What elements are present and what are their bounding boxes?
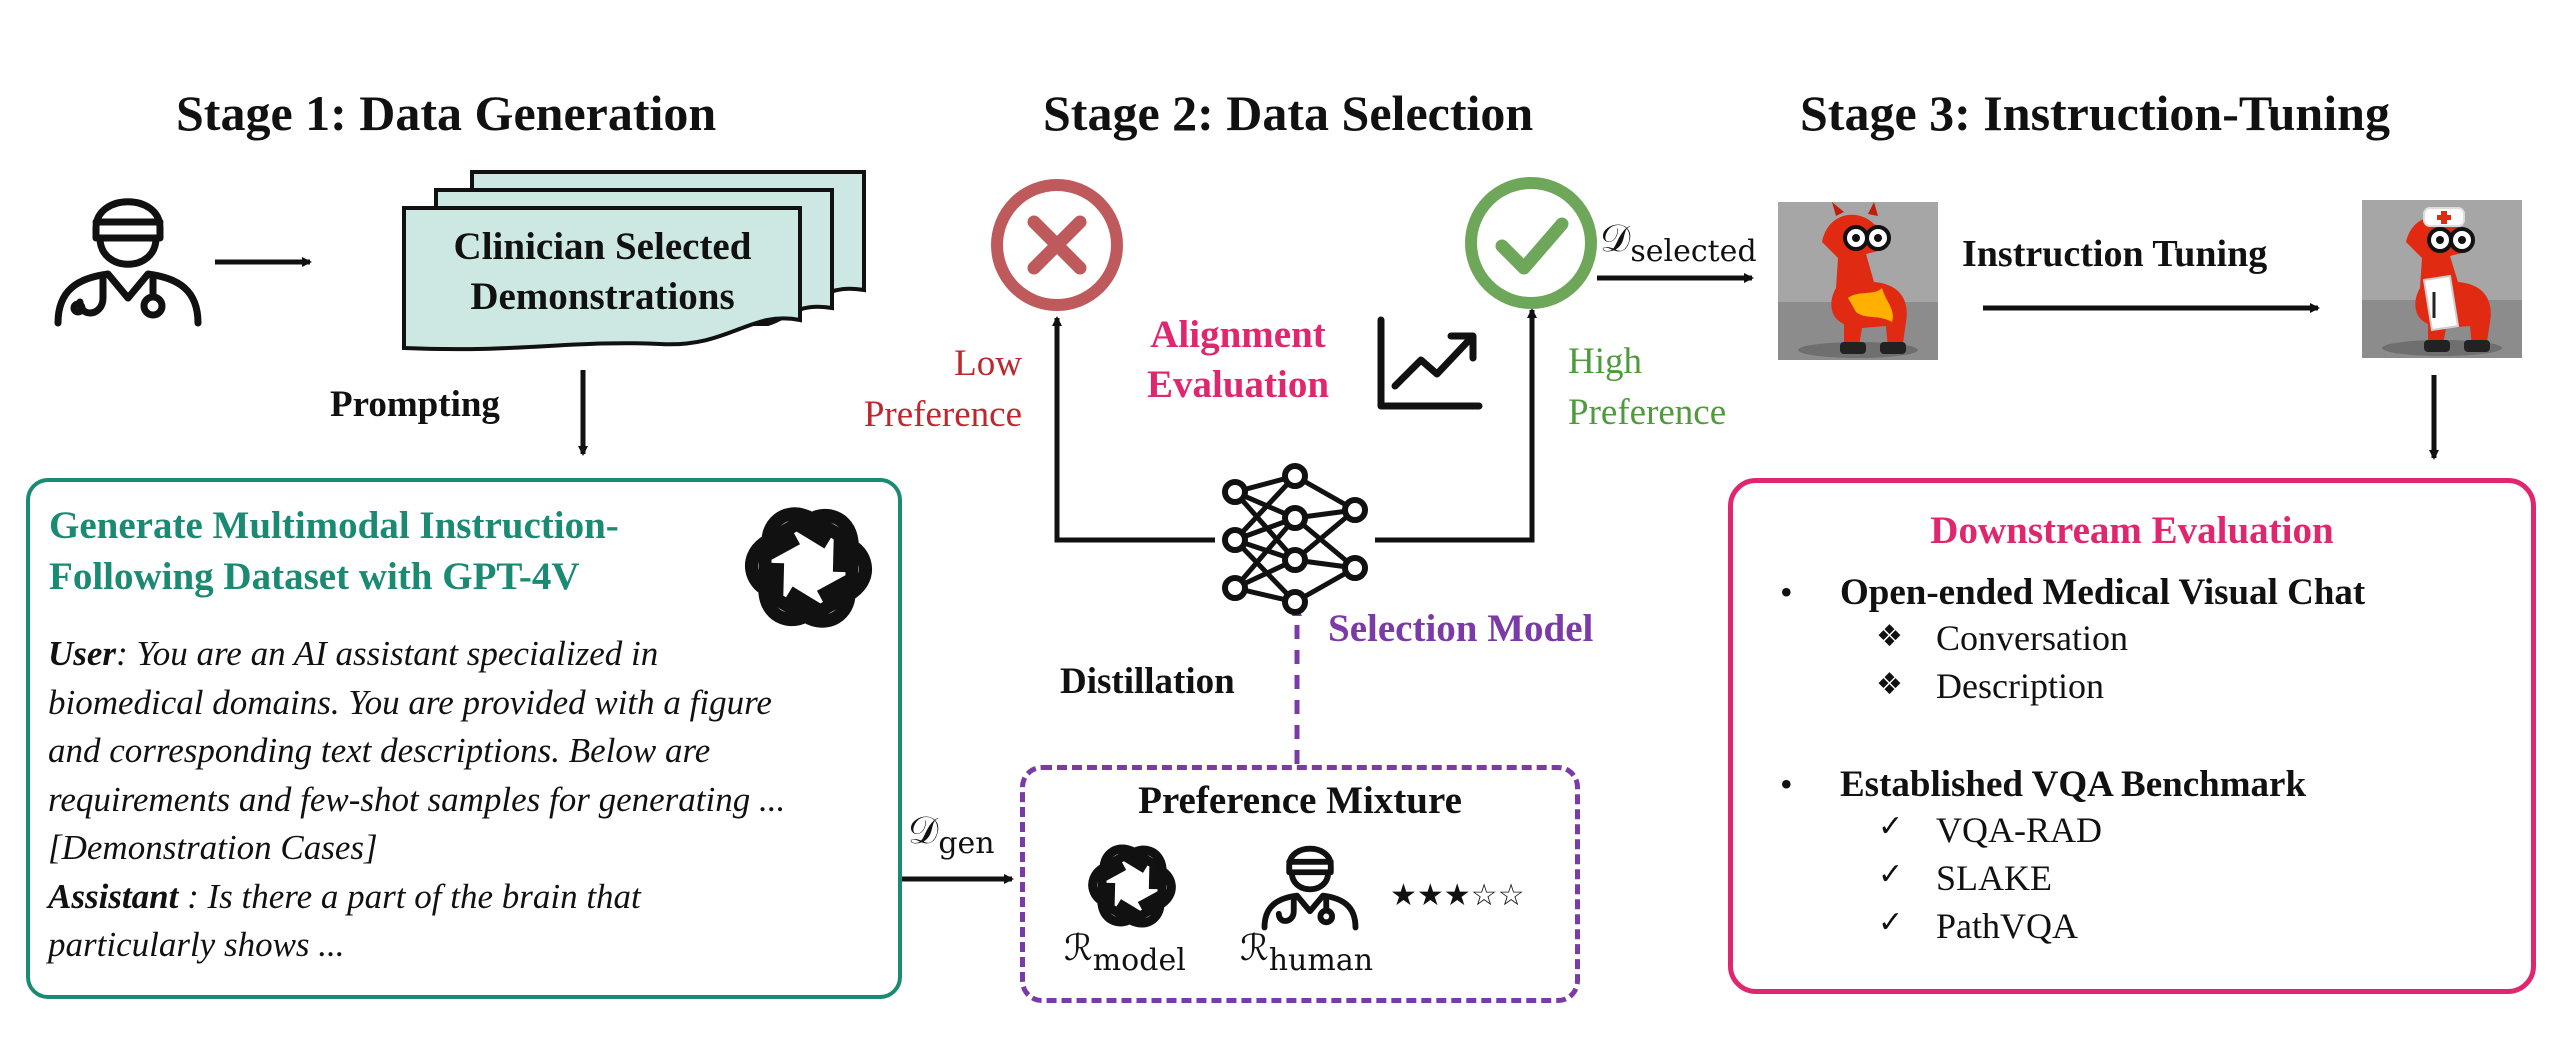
stage1-title: Stage 1: Data Generation — [176, 85, 717, 141]
group1-marker-2: ❖ — [1876, 667, 1903, 702]
demonstrations-line2: Demonstrations — [470, 275, 735, 318]
arrow-to-high — [1375, 308, 1537, 543]
arrow-to-low — [1052, 316, 1215, 543]
prompt-line1: : You are an AI assistant specialized in — [116, 634, 659, 673]
high-line2: Preference — [1568, 392, 1727, 433]
group2-item-2: SLAKE — [1936, 858, 2052, 898]
demonstrations-line1: Clinician Selected — [453, 225, 752, 268]
group1-item-1: Conversation — [1936, 618, 2128, 658]
r-model-symbol: ℛ — [1064, 928, 1093, 969]
r-human-sub: human — [1268, 943, 1374, 978]
d-selected-sub: selected — [1630, 234, 1757, 269]
alignment-evaluation-label: Alignment Evaluation — [1118, 310, 1358, 410]
align-line2: Evaluation — [1146, 363, 1330, 406]
r-human-symbol: ℛ — [1240, 928, 1269, 969]
bullet-1: • — [1780, 572, 1793, 612]
stage3-title: Stage 3: Instruction-Tuning — [1800, 85, 2390, 141]
low-preference-label: Low Preference — [832, 338, 1022, 440]
star-rating-icon: ★★★☆☆ — [1390, 878, 1525, 913]
group2-marker-2: ✓ — [1878, 857, 1904, 892]
openai-logo-small-icon — [1082, 836, 1182, 936]
r-model-label: ℛmodel — [1064, 928, 1186, 978]
low-line2: Preference — [863, 394, 1022, 435]
group2-title: Established VQA Benchmark — [1840, 764, 2307, 805]
r-model-sub: model — [1092, 943, 1186, 978]
prompt-line4: requirements and few-shot samples for ge… — [48, 779, 786, 819]
demonstrations-label: Clinician Selected Demonstrations — [405, 222, 800, 322]
prompt-text: User: You are an AI assistant specialize… — [48, 630, 888, 970]
generate-title-line1: Generate Multimodal Instruction- — [49, 504, 619, 547]
group1-item-2: Description — [1936, 666, 2104, 706]
openai-logo-icon — [736, 495, 881, 640]
low-line1: Low — [954, 343, 1022, 384]
group2-item-3: PathVQA — [1936, 906, 2078, 946]
downstream-evaluation-box — [1728, 478, 2536, 994]
selection-model-label: Selection Model — [1328, 607, 1594, 650]
human-doctor-icon — [1261, 845, 1359, 931]
d-gen-symbol: 𝒟 — [908, 808, 939, 852]
prompt-line6: : Is there a part of the brain that — [178, 876, 641, 916]
r-human-label: ℛhuman — [1240, 928, 1373, 978]
doctor-icon — [54, 198, 202, 327]
group2-marker-3: ✓ — [1878, 905, 1904, 940]
prompt-line5: [Demonstration Cases] — [48, 828, 378, 867]
prompt-line2: biomedical domains. You are provided wit… — [48, 682, 772, 722]
prompt-line7: particularly shows ... — [48, 925, 345, 964]
align-line1: Alignment — [1150, 313, 1326, 356]
neural-network-icon — [1222, 463, 1368, 615]
bullet-2: • — [1780, 764, 1793, 804]
d-selected-label: 𝒟selected — [1600, 216, 1757, 269]
prompting-label: Prompting — [330, 384, 500, 425]
d-gen-sub: gen — [938, 826, 995, 861]
instruction-tuning-label: Instruction Tuning — [1962, 233, 2268, 275]
user-label: User — [48, 634, 117, 673]
accept-check-icon — [1465, 177, 1597, 309]
d-gen-label: 𝒟gen — [908, 808, 995, 861]
downstream-evaluation-title: Downstream Evaluation — [1930, 509, 2334, 552]
llama-icon — [1778, 202, 1938, 360]
high-preference-label: High Preference — [1568, 336, 1726, 438]
generate-title-line2: Following Dataset with GPT-4V — [49, 555, 580, 598]
group2-marker-1: ✓ — [1878, 809, 1904, 844]
prompt-line3: and corresponding text descriptions. Bel… — [48, 731, 711, 770]
llama-doctor-icon — [2362, 200, 2522, 358]
assistant-label: Assistant — [48, 876, 179, 916]
group1-title: Open-ended Medical Visual Chat — [1840, 572, 2366, 613]
demonstrations-stack-icon — [402, 170, 866, 352]
reject-x-icon — [991, 179, 1123, 311]
group2-item-1: VQA-RAD — [1936, 810, 2102, 850]
group1-marker-1: ❖ — [1876, 619, 1903, 654]
preference-mixture-title: Preference Mixture — [1138, 779, 1462, 822]
trend-chart-icon — [1377, 316, 1483, 410]
generate-dataset-title: Generate Multimodal Instruction- Followi… — [49, 500, 619, 602]
d-selected-symbol: 𝒟 — [1600, 216, 1631, 260]
stage2-title: Stage 2: Data Selection — [1043, 85, 1534, 141]
high-line1: High — [1568, 341, 1642, 382]
distillation-label: Distillation — [1060, 661, 1235, 702]
